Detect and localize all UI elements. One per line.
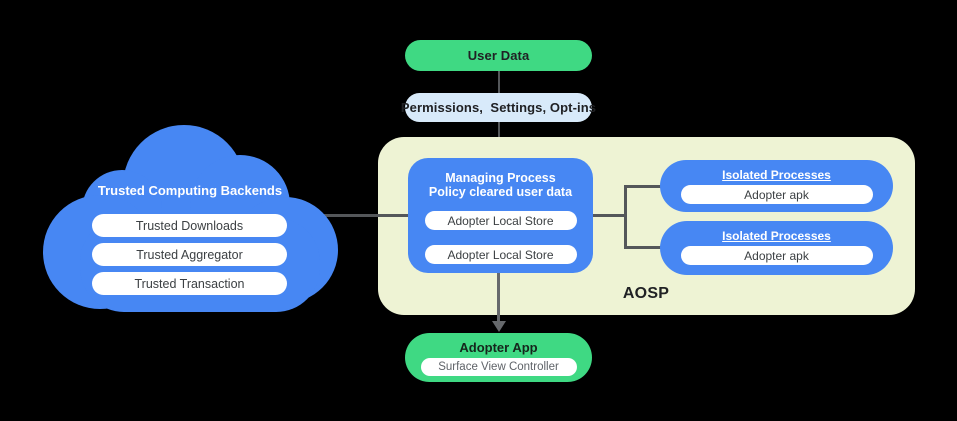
connector-userdata-permissions <box>498 71 500 94</box>
trusted-downloads-label: Trusted Downloads <box>135 218 244 233</box>
managing-process-title-line1: Managing Process <box>445 171 556 185</box>
isolated-processes-title-2: Isolated Processes <box>722 229 831 243</box>
surface-view-controller-pill: Surface View Controller <box>420 358 577 376</box>
adopter-apk-label-1: Adopter apk <box>744 187 809 202</box>
isolated-processes-node-1: Isolated Processes Adopter apk <box>660 160 893 212</box>
adopter-local-store-label-1: Adopter Local Store <box>447 213 554 228</box>
aosp-label: AOSP <box>622 285 670 302</box>
trusted-transaction-label: Trusted Transaction <box>134 276 245 291</box>
adopter-apk-pill-2: Adopter apk <box>680 246 873 265</box>
trusted-computing-backends-node: Trusted Computing Backends Trusted Downl… <box>40 118 340 314</box>
connector-cloud-managing <box>322 214 409 217</box>
isolated-processes-node-2: Isolated Processes Adopter apk <box>660 221 893 275</box>
adopter-app-title: Adopter App <box>459 340 538 355</box>
permissions-label: Permissions, Settings, Opt-ins <box>400 100 597 115</box>
connector-junction-isolated-2 <box>624 246 661 249</box>
connector-junction-trunk <box>624 185 627 248</box>
surface-view-controller-label: Surface View Controller <box>438 361 559 373</box>
cloud-title: Trusted Computing Backends <box>97 183 283 198</box>
permissions-node: Permissions, Settings, Opt-ins <box>401 93 596 122</box>
adopter-apk-label-2: Adopter apk <box>744 248 809 263</box>
trusted-aggregator-pill: Trusted Aggregator <box>92 243 287 266</box>
trusted-transaction-pill: Trusted Transaction <box>92 272 287 295</box>
adopter-local-store-label-2: Adopter Local Store <box>447 247 554 262</box>
isolated-processes-title-1: Isolated Processes <box>722 168 831 182</box>
connector-junction-isolated-1 <box>624 185 661 188</box>
managing-process-title-line2: Policy cleared user data <box>428 185 573 199</box>
user-data-node: User Data <box>405 40 592 71</box>
adopter-local-store-pill-1: Adopter Local Store <box>424 211 577 230</box>
trusted-aggregator-label: Trusted Aggregator <box>136 247 243 262</box>
trusted-downloads-pill: Trusted Downloads <box>92 214 287 237</box>
adopter-local-store-pill-2: Adopter Local Store <box>424 245 577 264</box>
managing-process-title: Managing Process Policy cleared user dat… <box>408 171 593 199</box>
arrow-down-icon <box>491 321 506 332</box>
adopter-apk-pill-1: Adopter apk <box>680 185 873 204</box>
managing-process-node: Managing Process Policy cleared user dat… <box>408 158 593 273</box>
connector-managing-adopter-shaft <box>497 273 500 321</box>
adopter-app-node: Adopter App Surface View Controller <box>405 333 592 382</box>
connector-managing-junction <box>593 214 626 217</box>
user-data-label: User Data <box>467 48 530 63</box>
